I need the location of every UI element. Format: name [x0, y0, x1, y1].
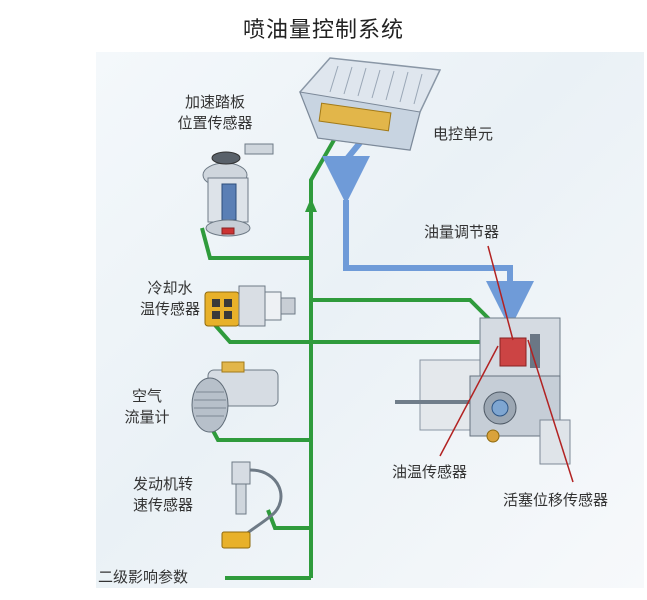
signal-pump — [311, 298, 497, 327]
coolant-sensor-label-line1: 冷却水 — [147, 279, 193, 297]
leader-regulator — [487, 245, 514, 341]
leader-lines — [439, 245, 574, 483]
air-flow-meter — [191, 361, 279, 433]
ecu-label: 电控单元 — [433, 125, 494, 143]
signal-pedal — [200, 227, 311, 260]
pedal-position-sensor — [202, 143, 274, 237]
airflow-label-line2: 流量计 — [124, 408, 170, 426]
page-title: 喷油量控制系统 — [242, 18, 404, 43]
control-lines — [322, 126, 534, 329]
speed-sensor-label-line1: 发动机转 — [132, 475, 193, 493]
airflow-label-line1: 空气 — [131, 387, 162, 405]
signal-airflow — [208, 424, 311, 442]
pedal-sensor-label-line1: 加速踏板 — [184, 93, 245, 111]
coolant-sensor-label-line2: 温传感器 — [139, 300, 200, 318]
pedal-sensor-label: 加速踏板 位置传感器 — [165, 92, 265, 134]
secondary-parameters-label: 二级影响参数 — [98, 568, 189, 586]
control-to-regulator — [343, 200, 534, 329]
coolant-sensor-label: 冷却水 温传感器 — [125, 278, 215, 320]
ecu-unit — [299, 57, 442, 151]
coolant-temperature-sensor — [204, 285, 296, 327]
signal-arrow — [305, 198, 317, 212]
oil-temp-sensor-label: 油温传感器 — [392, 463, 468, 481]
pedal-sensor-label-line2: 位置传感器 — [177, 114, 253, 132]
engine-speed-sensor — [221, 461, 283, 549]
leader-piston — [527, 339, 574, 483]
signal-coolant — [213, 323, 311, 344]
injection-pump — [395, 317, 571, 465]
speed-sensor-label: 发动机转 速传感器 — [118, 474, 208, 516]
piston-sensor-label: 活塞位移传感器 — [503, 491, 609, 509]
leader-oil-temp — [439, 345, 499, 457]
speed-sensor-label-line2: 速传感器 — [132, 496, 193, 514]
regulator-label: 油量调节器 — [424, 223, 500, 241]
airflow-label: 空气 流量计 — [112, 386, 182, 428]
